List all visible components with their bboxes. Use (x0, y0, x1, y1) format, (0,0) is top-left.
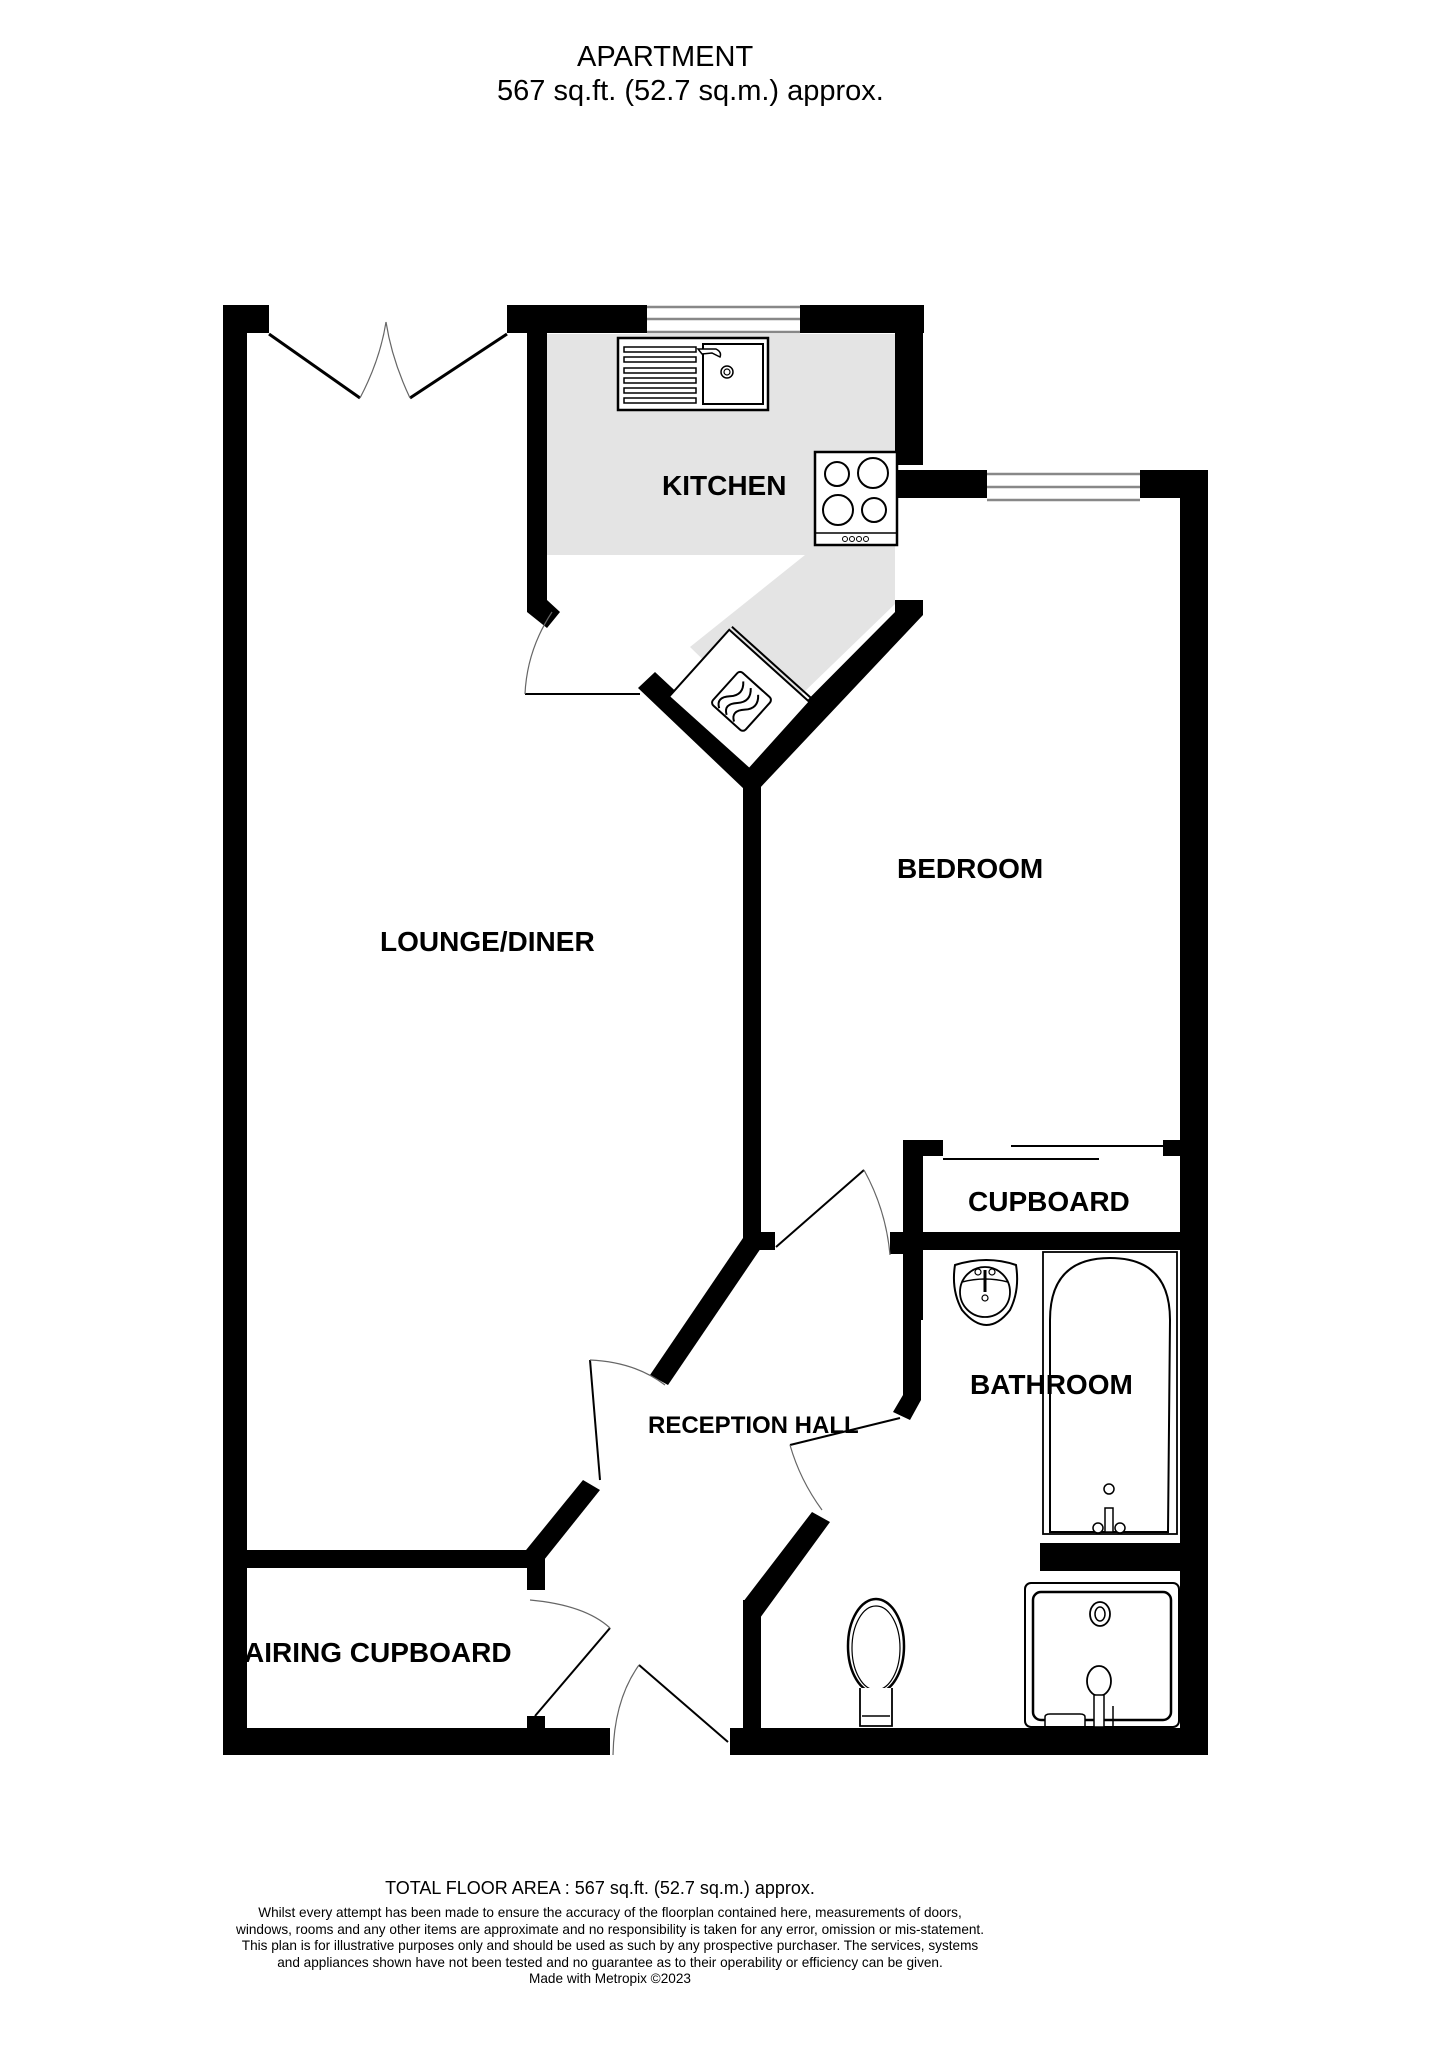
walls (223, 305, 1208, 1755)
disclaimer: Whilst every attempt has been made to en… (230, 1905, 990, 1988)
made-with-credit: Made with Metropix ©2023 (529, 1971, 691, 1986)
kitchen-window (647, 305, 800, 334)
total-floor-area: TOTAL FLOOR AREA : 567 sq.ft. (52.7 sq.m… (385, 1878, 815, 1898)
bedroom-door[interactable] (775, 1169, 891, 1256)
sink-icon (616, 336, 770, 412)
bedroom-window (987, 472, 1140, 502)
wash-basin-icon (952, 1259, 1019, 1326)
cupboard-sliding-doors[interactable] (943, 1145, 1168, 1160)
room-label-reception-hall: RECEPTION HALL (648, 1412, 859, 1439)
room-label-airing-cupboard: AIRING CUPBOARD (244, 1637, 512, 1668)
room-label-bedroom: BEDROOM (897, 853, 1043, 884)
washing-machine-icon (667, 626, 813, 771)
french-doors[interactable] (268, 321, 508, 400)
disclaimer-text: Whilst every attempt has been made to en… (236, 1905, 984, 1970)
bathroom-door[interactable] (789, 1417, 901, 1511)
hob-icon (813, 450, 899, 547)
toilet-icon (846, 1597, 906, 1727)
room-label-kitchen: KITCHEN (662, 470, 786, 501)
entrance-door[interactable] (612, 1664, 729, 1756)
plan-area-subtitle: 567 sq.ft. (52.7 sq.m.) approx. (497, 75, 884, 107)
room-label-bathroom: BATHROOM (970, 1369, 1133, 1400)
bath-icon (1042, 1251, 1178, 1535)
shower-tray-icon (1024, 1582, 1180, 1728)
room-label-cupboard: CUPBOARD (968, 1186, 1130, 1217)
plan-title: APARTMENT (577, 41, 754, 73)
room-label-lounge-diner: LOUNGE/DINER (380, 926, 595, 957)
lounge-door[interactable] (589, 1359, 666, 1481)
airing-cupboard-door[interactable] (529, 1599, 611, 1717)
kitchen-door[interactable] (524, 611, 640, 695)
